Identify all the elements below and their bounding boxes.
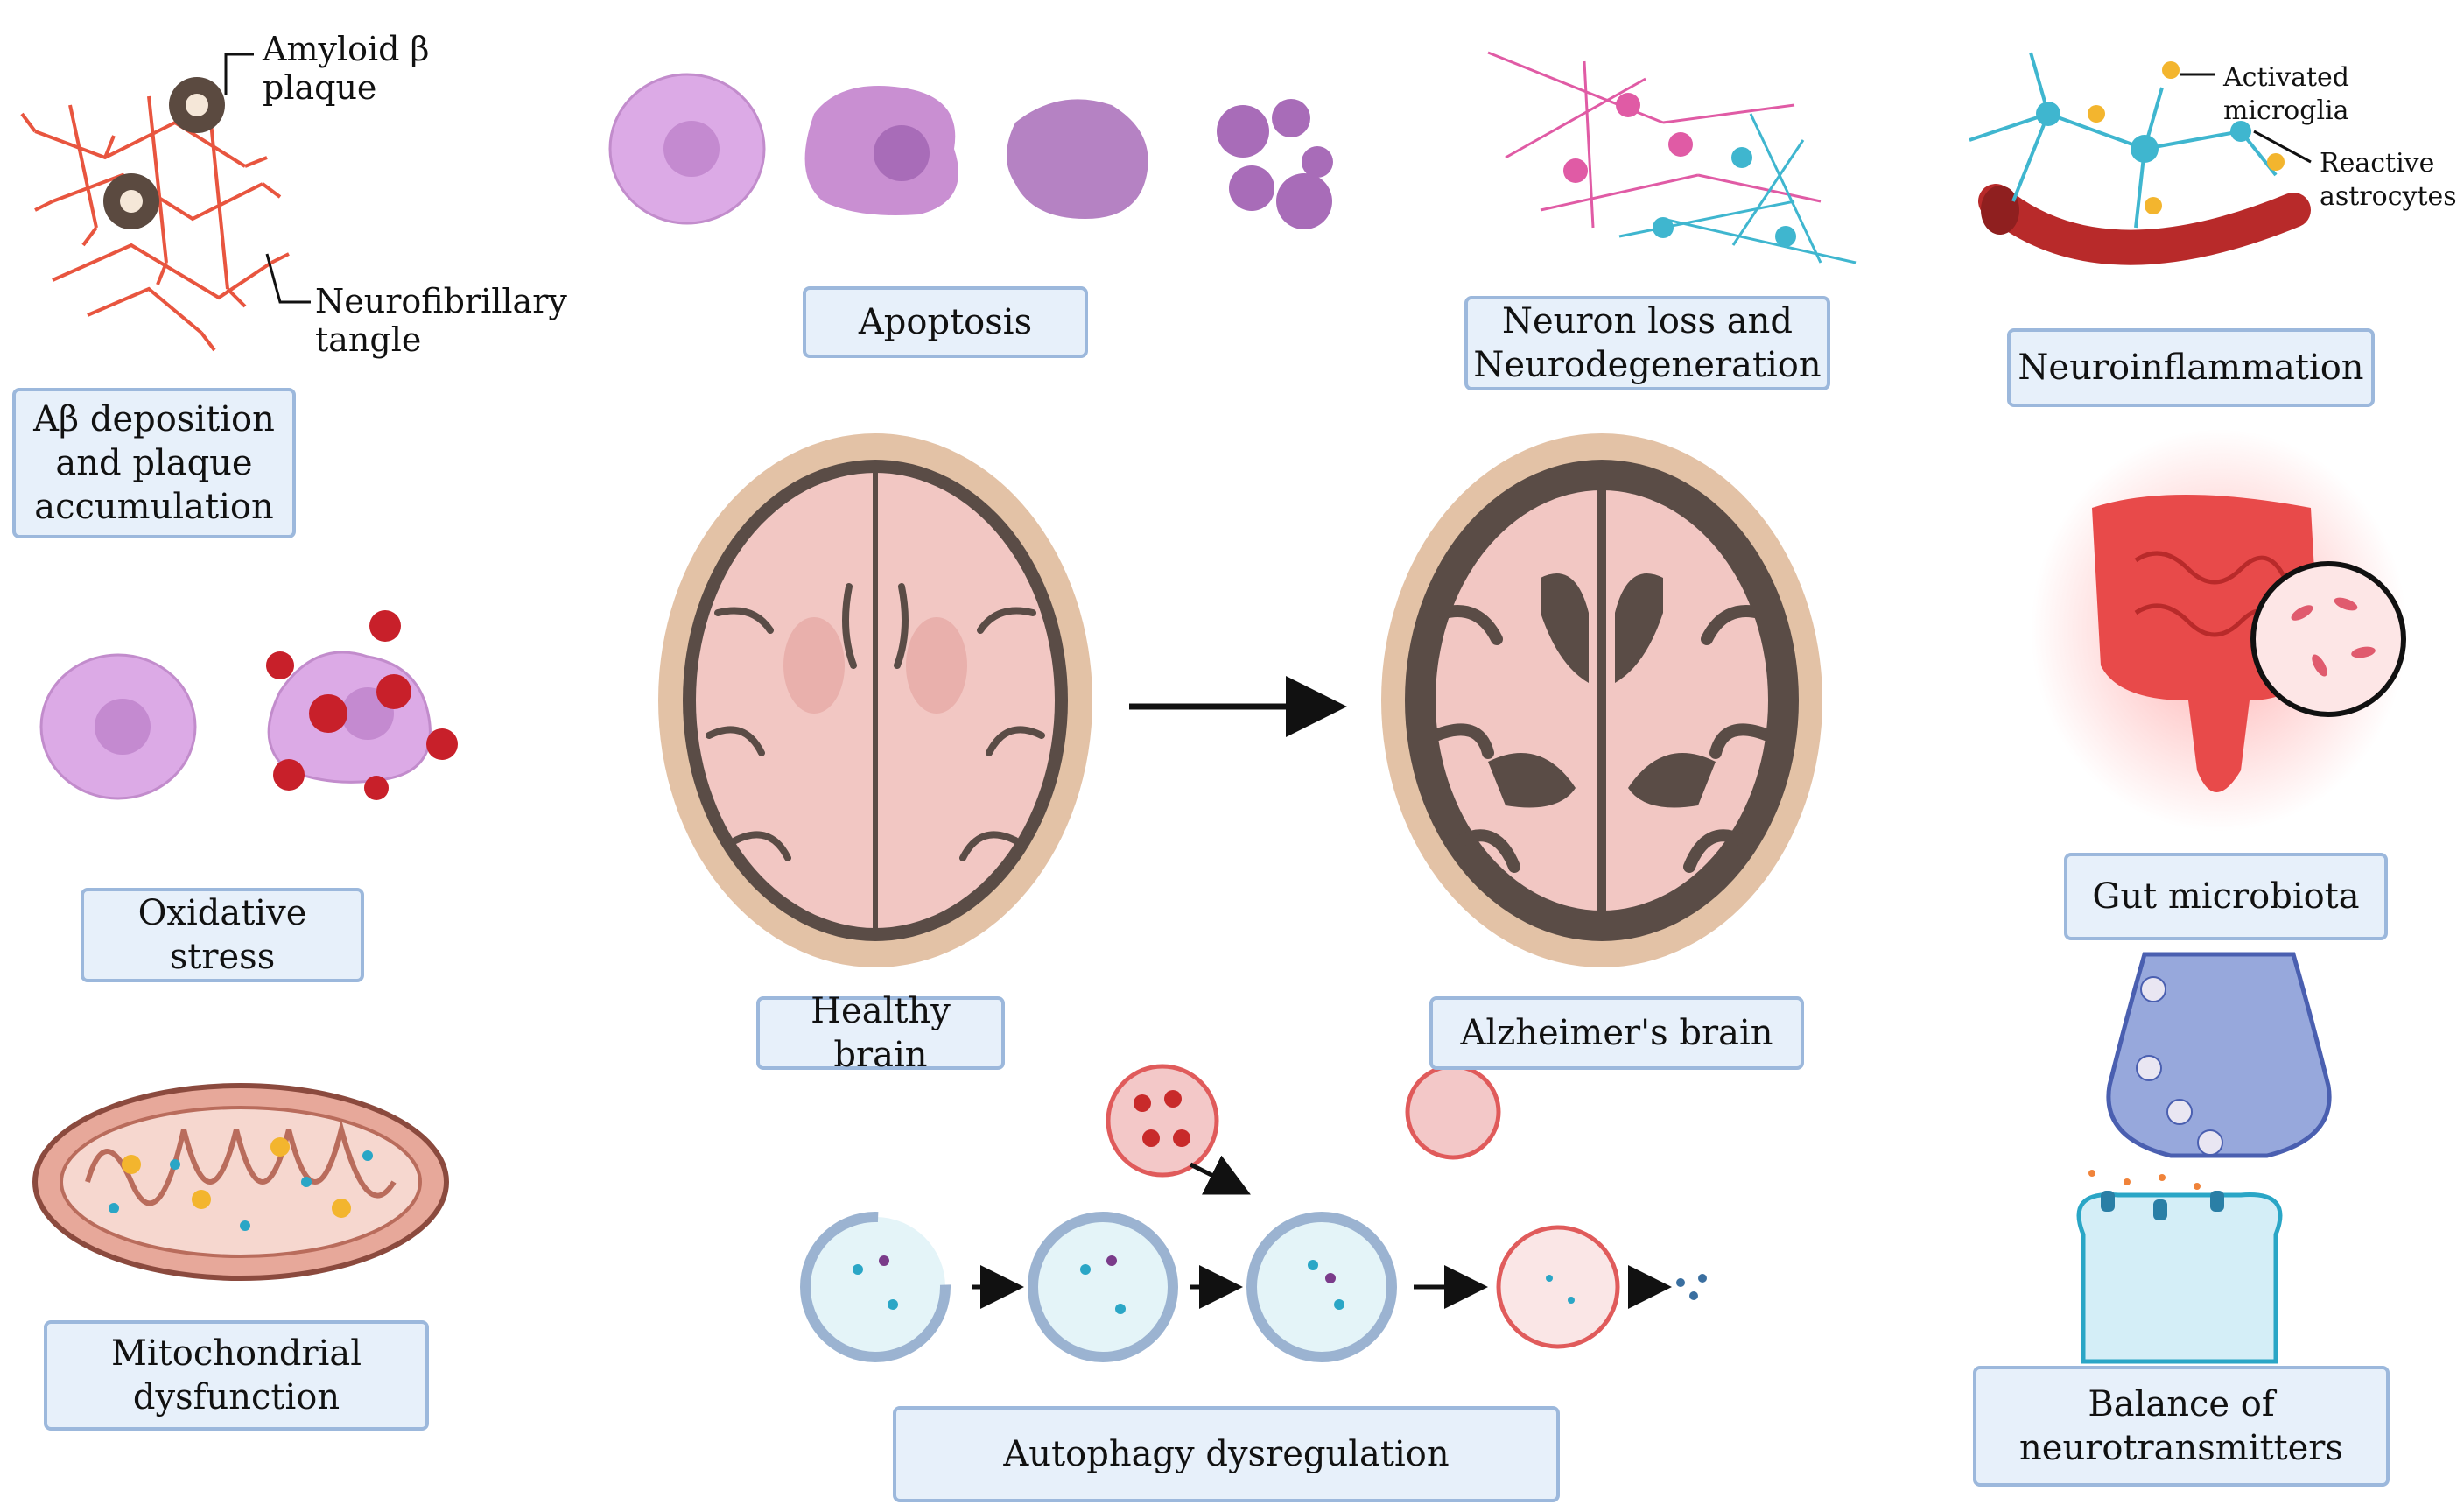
astrocyte-icon xyxy=(1969,52,2278,229)
healthy-cell-icon xyxy=(39,653,197,800)
cell-stages-icon xyxy=(608,73,1333,229)
tangle-annotation: Neurofibrillary tangle xyxy=(315,282,567,359)
ros-star-icon xyxy=(266,610,458,800)
neurotransmitters-label: Balance of neurotransmitters xyxy=(1973,1366,2390,1487)
gut-microbiota-label: Gut microbiota xyxy=(2064,853,2388,940)
amyloid-plaque-icon xyxy=(103,77,225,229)
neuroinflammation-label: Neuroinflammation xyxy=(2007,328,2375,407)
tangle-illustration xyxy=(20,95,290,352)
neuron-loss-label: Neuron loss and Neurodegeneration xyxy=(1464,296,1830,390)
oxidative-stress-label: Oxidative stress xyxy=(81,888,364,982)
microglia-icon xyxy=(2088,61,2285,214)
microglia-annotation: Activated microglia xyxy=(2223,62,2349,126)
healthy-brain-label: Healthy brain xyxy=(756,991,1005,1075)
astrocytes-annotation: Reactive astrocytes xyxy=(2320,148,2457,212)
annotation-leaders xyxy=(224,53,311,304)
alzheimers-brain-icon xyxy=(1381,433,1822,967)
neurons-icon xyxy=(1487,51,1857,264)
mitochondrial-label: Mitochondrial dysfunction xyxy=(44,1320,429,1431)
inflammation-leaders xyxy=(2180,73,2312,164)
blood-vessel-icon xyxy=(1978,184,2311,265)
mitochondrion-icon xyxy=(32,1083,449,1281)
gut-microbiota-icon xyxy=(2031,429,2407,832)
apoptosis-label: Apoptosis xyxy=(803,286,1088,358)
abeta-label: Aβ deposition and plaque accumulation xyxy=(12,388,296,538)
alzheimers-brain-label: Alzheimer's brain xyxy=(1429,996,1804,1070)
autophagy-label: Autophagy dysregulation xyxy=(893,1406,1560,1502)
amyloid-plaque-annotation: Amyloid β plaque xyxy=(263,30,430,107)
healthy-brain-icon xyxy=(658,433,1092,967)
autophagy-icon xyxy=(800,1064,1707,1362)
synapse-icon xyxy=(2076,952,2332,1364)
